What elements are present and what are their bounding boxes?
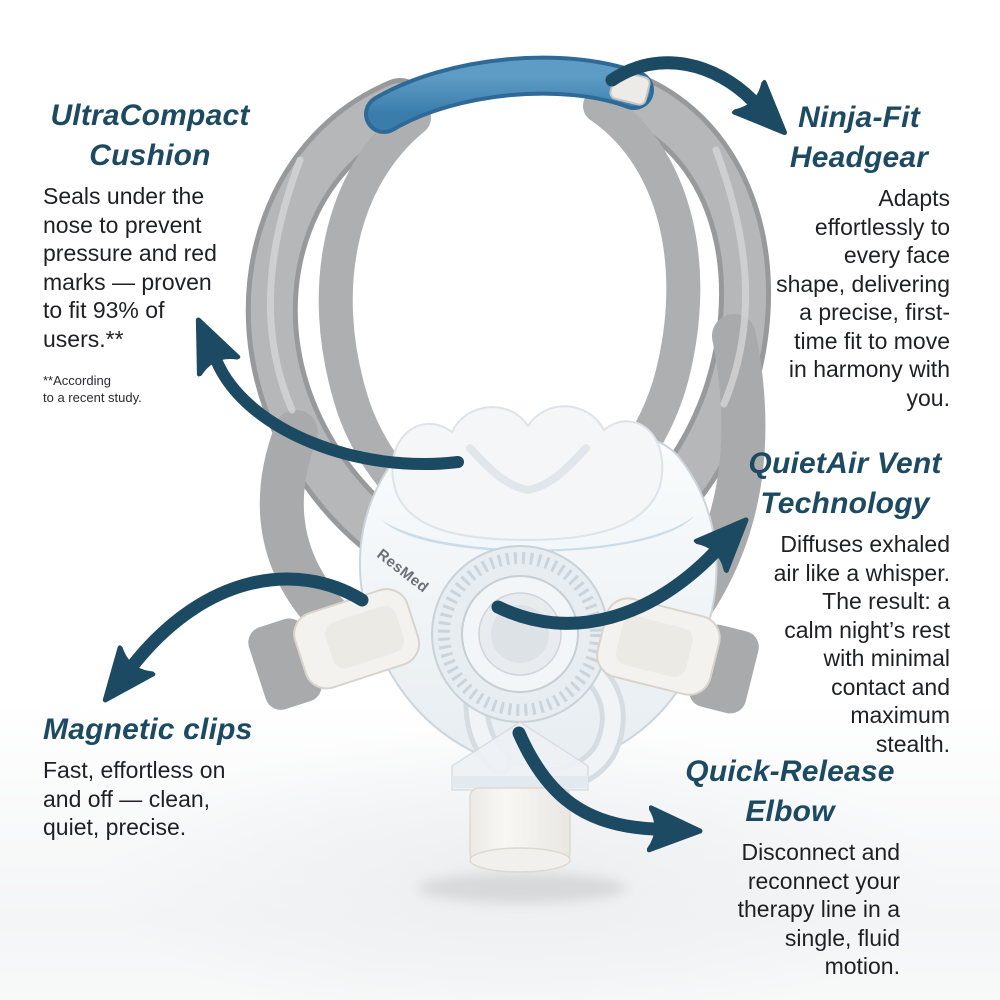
- callout-body: Diffuses exhaled air like a whisper. The…: [710, 530, 950, 758]
- body-line: quiet, precise.: [43, 814, 187, 840]
- callout-body: Fast, effortless on and off — clean, qui…: [43, 756, 293, 842]
- body-line: contact and: [831, 673, 950, 700]
- callout-title: UltraCompact Cushion: [28, 96, 272, 176]
- quick-release-elbow-connector: [417, 721, 627, 903]
- body-line: Fast, effortless on: [43, 757, 226, 783]
- body-line: to fit 93% of: [43, 297, 165, 323]
- footnote: **According to a recent study.: [43, 373, 272, 406]
- callout-body: Adapts effortlessly to every face shape,…: [714, 184, 950, 412]
- body-line: pressure and red: [43, 240, 217, 266]
- nasal-cushion: [391, 405, 664, 542]
- body-line: you.: [906, 384, 950, 411]
- body-line: every face: [843, 242, 950, 268]
- footnote-line: to a recent study.: [43, 389, 142, 405]
- body-line: nose to prevent: [43, 211, 202, 238]
- strap-left-lower: [259, 410, 356, 644]
- magnetic-clip-left: [248, 588, 421, 710]
- title-line: Headgear: [789, 141, 929, 174]
- title-line: Elbow: [745, 795, 835, 828]
- body-line: stealth.: [875, 730, 950, 757]
- ground-shadow: [417, 873, 627, 903]
- title-line: Cushion: [89, 139, 211, 172]
- callout-magnetic-clips: Magnetic clips Fast, effortless on and o…: [43, 710, 293, 842]
- body-line: The result: a: [822, 588, 950, 614]
- callout-quietair-vent: QuietAir Vent Technology Diffuses exhale…: [710, 444, 950, 758]
- callout-title: Ninja-Fit Headgear: [714, 98, 950, 178]
- body-line: Diffuses exhaled: [780, 531, 950, 557]
- body-line: shape, delivering: [776, 270, 950, 297]
- arrow-cushion: [217, 362, 464, 471]
- title-line: QuietAir Vent: [748, 447, 942, 480]
- body-line: with minimal: [823, 645, 950, 671]
- body-line: air like a whisper.: [773, 559, 950, 586]
- callout-title: QuietAir Vent Technology: [710, 444, 950, 524]
- title-line: Magnetic clips: [43, 713, 253, 746]
- body-line: Disconnect and: [741, 839, 900, 865]
- body-line: single, fluid: [784, 924, 900, 951]
- title-line: Ninja-Fit: [798, 101, 920, 134]
- body-line: Seals under the: [43, 183, 205, 209]
- body-line: marks — proven: [43, 268, 212, 295]
- callout-title: Quick-Release Elbow: [680, 752, 900, 832]
- body-line: therapy line in a: [737, 896, 900, 922]
- title-line: Quick-Release: [685, 755, 895, 788]
- callout-ninja-fit-headgear: Ninja-Fit Headgear Adapts effortlessly t…: [714, 98, 950, 412]
- body-line: calm night’s rest: [784, 616, 950, 643]
- callout-quick-release-elbow: Quick-Release Elbow Disconnect and recon…: [680, 752, 900, 981]
- body-line: in harmony with: [788, 356, 950, 382]
- body-line: Adapts: [878, 185, 950, 211]
- body-line: reconnect your: [747, 867, 900, 894]
- headgear-straps: [245, 66, 772, 644]
- body-line: and off — clean,: [43, 785, 211, 812]
- strap-left-highlight: [266, 156, 304, 414]
- body-line: motion.: [824, 953, 900, 979]
- arrow-clips: [134, 572, 369, 664]
- title-line: UltraCompact: [50, 99, 250, 132]
- arrow-vent: [491, 553, 714, 630]
- strap-right-highlight: [712, 146, 750, 408]
- callout-title: Magnetic clips: [43, 710, 293, 750]
- footnote-line: **According: [43, 373, 111, 388]
- body-line: a precise, first-: [799, 299, 950, 325]
- body-line: users.**: [43, 325, 124, 352]
- arrow-headgear: [605, 56, 752, 100]
- body-line: maximum: [850, 702, 950, 728]
- magnetic-clip-right: [596, 597, 759, 714]
- body-line: effortlessly to: [814, 213, 950, 240]
- arrow-elbow: [512, 726, 654, 829]
- callout-body: Disconnect and reconnect your therapy li…: [680, 838, 900, 981]
- callout-ultracompact-cushion: UltraCompact Cushion Seals under the nos…: [28, 96, 272, 406]
- body-line: time fit to move: [794, 327, 950, 354]
- callout-body: Seals under the nose to prevent pressure…: [43, 182, 272, 406]
- title-line: Technology: [760, 487, 930, 520]
